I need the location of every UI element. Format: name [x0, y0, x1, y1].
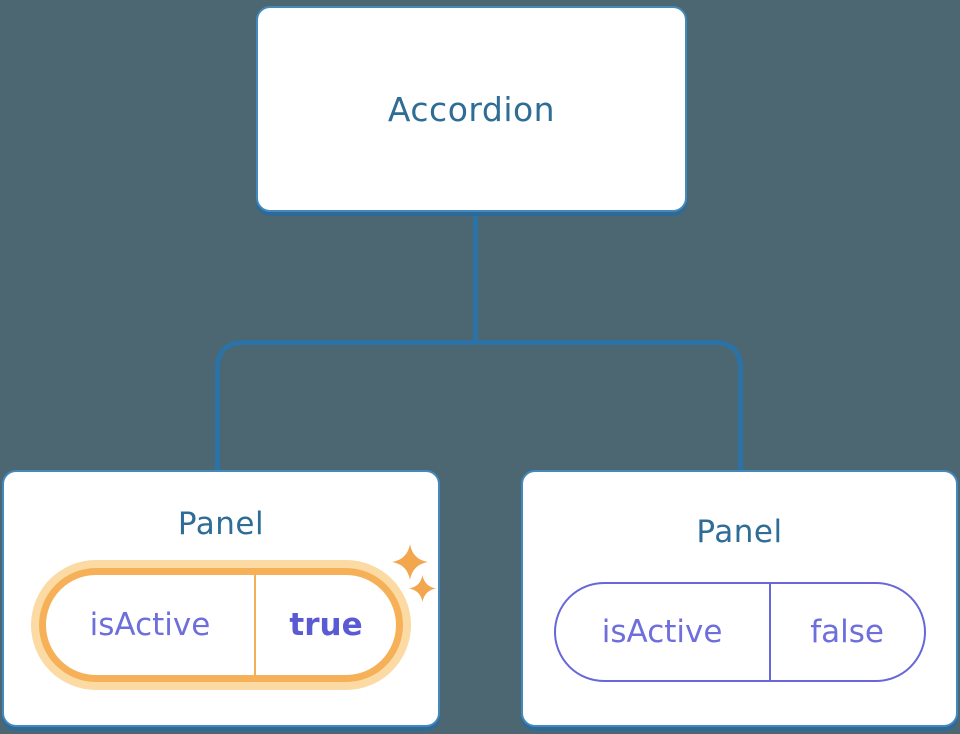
state-pill-active: isActive true — [39, 568, 403, 682]
sparkles-icon — [390, 542, 442, 608]
panel-title: Panel — [177, 506, 265, 542]
state-value: false — [810, 614, 884, 650]
state-key: isActive — [556, 584, 771, 680]
panel-node-active: Panel isActive true — [2, 470, 440, 727]
accordion-node-label: Accordion — [387, 89, 556, 129]
state-pill-inactive: isActive false — [553, 582, 926, 682]
state-key: isActive — [46, 575, 256, 675]
big-sparkle-icon — [392, 544, 428, 580]
small-sparkle-icon — [409, 575, 436, 602]
state-value: true — [289, 607, 363, 643]
panel-title: Panel — [696, 514, 783, 550]
accordion-node: Accordion — [256, 6, 687, 212]
panel-node-inactive: Panel isActive false — [521, 470, 958, 727]
connector-branch — [215, 340, 743, 471]
